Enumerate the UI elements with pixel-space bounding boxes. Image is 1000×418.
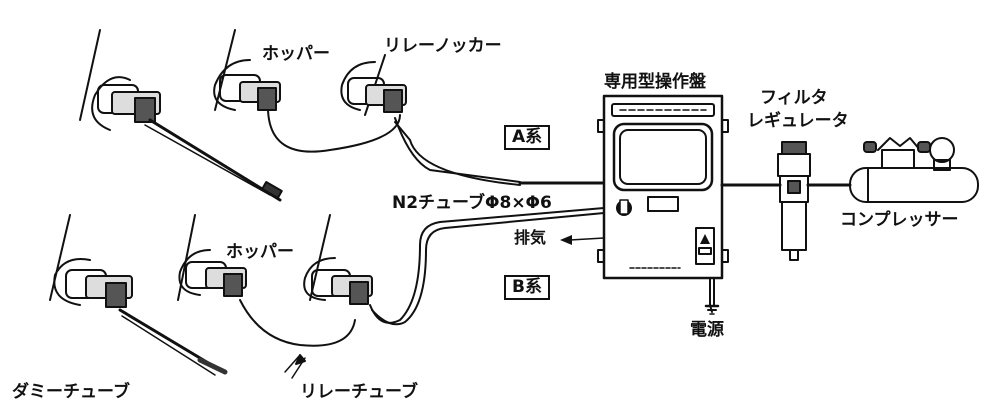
- system-a-label: A系: [504, 125, 551, 150]
- dummy-tube-label: ダミーチューブ: [12, 382, 130, 402]
- hopper-label-top: ホッパー: [262, 44, 330, 64]
- a-system-tubes: [144, 109, 606, 202]
- hopper-a2: [213, 29, 281, 111]
- hopper-label-bottom: ホッパー: [226, 242, 294, 262]
- hopper-b1: [49, 214, 133, 308]
- power-label: 電源: [690, 320, 724, 340]
- exhaust-label: 排気: [514, 228, 547, 247]
- filter-label-line1: フィルタ: [760, 88, 828, 108]
- filter-label-line2: レギュレータ: [747, 111, 849, 131]
- relay-knocker-label: リレーノッカー: [384, 36, 502, 56]
- b-system-tubes: [118, 207, 605, 379]
- control-panel-label: 専用型操作盤: [604, 72, 706, 92]
- hopper-a1: [79, 29, 161, 131]
- tube-spec-label: N2チューブΦ8×Φ6: [392, 193, 552, 213]
- filter-regulator: [720, 141, 852, 261]
- compressor-label: コンプレッサー: [840, 210, 959, 230]
- hopper-b2: [177, 214, 247, 301]
- relay-tube-label: リレーチューブ: [300, 382, 418, 402]
- system-b-label: B系: [504, 275, 550, 300]
- hopper-a3: [340, 54, 407, 116]
- hopper-b3: [303, 214, 373, 305]
- control-panel: [560, 94, 729, 315]
- compressor: [849, 137, 979, 203]
